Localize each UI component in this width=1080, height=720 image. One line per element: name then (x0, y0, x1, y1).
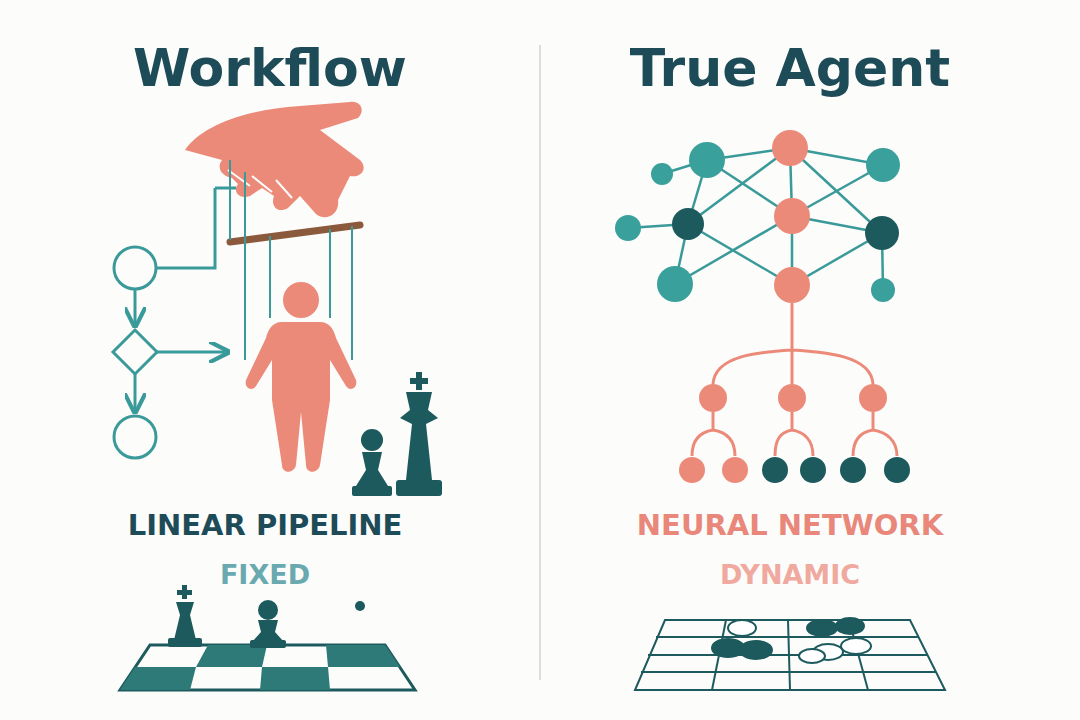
puppeteer-hand (185, 102, 364, 360)
network-nodes (615, 130, 900, 303)
subheading: LINEAR PIPELINE (128, 510, 403, 542)
tree-nodes (679, 384, 910, 483)
decision-tree (692, 303, 897, 456)
chess-pieces (352, 372, 442, 496)
heading: True Agent (630, 40, 950, 97)
tag: DYNAMIC (720, 560, 860, 590)
go-board (635, 618, 945, 690)
flowchart (113, 188, 236, 458)
divider (539, 45, 541, 680)
heading: Workflow (133, 40, 407, 97)
tag: FIXED (220, 560, 310, 590)
puppet-figure (246, 282, 357, 472)
chessboard (120, 585, 415, 690)
subheading: NEURAL NETWORK (637, 510, 943, 542)
